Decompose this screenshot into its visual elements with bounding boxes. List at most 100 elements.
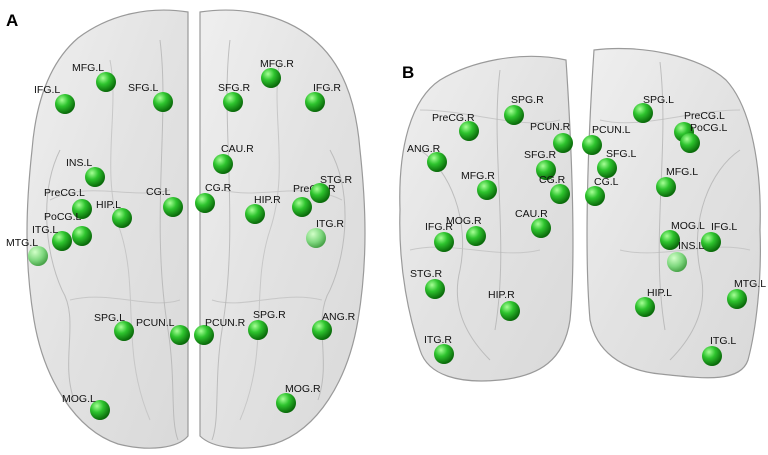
node-label-cg-l: CG.L [594, 176, 619, 188]
left-hemisphere-b [399, 55, 574, 382]
node-itg-r [434, 344, 454, 364]
node-sfg-r [536, 160, 556, 180]
node-mog-l [90, 400, 110, 420]
node-spg-r [504, 105, 524, 125]
node-label-ins-l: INS.L [678, 240, 704, 252]
node-label-mog-l: MOG.L [671, 220, 705, 232]
node-precg-r [459, 121, 479, 141]
panel-letter-b: B [402, 63, 414, 82]
node-label-ang-r: ANG.R [407, 143, 441, 155]
node-label-mtg-l: MTG.L [6, 237, 38, 249]
node-label-mfg-r: MFG.R [260, 58, 294, 70]
node-precg-r [292, 197, 312, 217]
node-label-spg-r: SPG.R [253, 309, 286, 321]
node-mtg-l [28, 246, 48, 266]
node-sfg-r [223, 92, 243, 112]
fold-b-4 [599, 109, 741, 124]
node-ang-r [312, 320, 332, 340]
right-hemisphere-b [586, 47, 761, 379]
node-label-itg-l: ITG.L [32, 224, 58, 236]
node-cg-l [163, 197, 183, 217]
node-spg-l [114, 321, 134, 341]
node-label-hip-r: HIP.R [254, 194, 281, 206]
node-label-ins-l: INS.L [66, 157, 92, 169]
node-ifg-r [305, 92, 325, 112]
fold-b-3 [419, 109, 561, 124]
node-sfg-l [597, 158, 617, 178]
node-label-mog-r: MOG.R [285, 383, 321, 395]
node-label-cg-l: CG.L [146, 186, 171, 198]
node-stg-r [425, 279, 445, 299]
node-mtg-l [727, 289, 747, 309]
node-cg-r [550, 184, 570, 204]
fold-b-2 [669, 149, 741, 361]
node-label-sfg-l: SFG.L [606, 148, 637, 160]
node-label-precg-r: PreCG.R [432, 112, 475, 124]
node-label-mog-l: MOG.L [62, 393, 96, 405]
node-hip-r [500, 301, 520, 321]
node-label-cg-r: CG.R [205, 182, 232, 194]
node-pcun-r [194, 325, 214, 345]
node-precg-l [72, 199, 92, 219]
node-label-stg-r: STG.R [320, 174, 353, 186]
node-itg-l [52, 231, 72, 251]
node-pocg-l [680, 133, 700, 153]
fold-b-5 [409, 246, 541, 254]
node-label-precg-l: PreCG.L [684, 110, 725, 122]
fold-b-6 [619, 246, 751, 254]
node-ins-l [667, 252, 687, 272]
node-label-spg-l: SPG.L [643, 94, 674, 106]
node-label-ifg-r: IFG.R [425, 221, 453, 233]
node-mfg-l [96, 72, 116, 92]
node-cau-r [213, 154, 233, 174]
node-label-ifg-r: IFG.R [313, 82, 341, 94]
node-mog-l [660, 230, 680, 250]
node-label-itg-r: ITG.R [424, 334, 452, 346]
node-label-mfg-l: MFG.L [72, 62, 104, 74]
node-label-pocg-l: PoCG.L [44, 211, 82, 223]
fold-b-7 [494, 69, 502, 331]
node-pcun-l [170, 325, 190, 345]
node-label-mfg-r: MFG.R [461, 170, 495, 182]
node-cau-r [531, 218, 551, 238]
node-label-pcun-l: PCUN.L [592, 124, 631, 136]
left-hemisphere-a [26, 9, 189, 449]
fold-a-5 [49, 189, 171, 201]
node-itg-l [702, 346, 722, 366]
node-itg-r [306, 228, 326, 248]
node-ifg-l [701, 232, 721, 252]
node-label-hip-l: HIP.L [96, 199, 121, 211]
node-ins-l [85, 167, 105, 187]
fold-a-1 [46, 149, 75, 401]
node-label-pcun-r: PCUN.R [530, 121, 571, 133]
node-spg-r [248, 320, 268, 340]
fold-a-4 [239, 59, 281, 421]
fold-a-3 [109, 59, 151, 421]
node-label-cau-r: CAU.R [221, 143, 254, 155]
node-label-pcun-r: PCUN.R [205, 317, 246, 329]
node-label-cg-r: CG.R [539, 174, 566, 186]
node-label-mog-r: MOG.R [446, 215, 482, 227]
panel-letter-a: A [6, 11, 18, 30]
node-hip-l [635, 297, 655, 317]
node-label-pcun-l: PCUN.L [136, 317, 175, 329]
node-label-cau-r: CAU.R [515, 208, 548, 220]
node-ang-r [427, 152, 447, 172]
node-mog-r [466, 226, 486, 246]
node-hip-r [245, 204, 265, 224]
node-label-ifg-l: IFG.L [34, 84, 60, 96]
fold-a-7 [69, 296, 181, 304]
node-label-precg-l: PreCG.L [44, 187, 85, 199]
node-pcun-l [582, 135, 602, 155]
node-label-sfg-r: SFG.R [524, 149, 557, 161]
fold-b-1 [419, 149, 491, 361]
node-mog-r [276, 393, 296, 413]
node-label-ang-r: ANG.R [322, 311, 356, 323]
node-label-spg-r: SPG.R [511, 94, 544, 106]
node-hip-l [112, 208, 132, 228]
node-label-hip-l: HIP.L [647, 287, 672, 299]
